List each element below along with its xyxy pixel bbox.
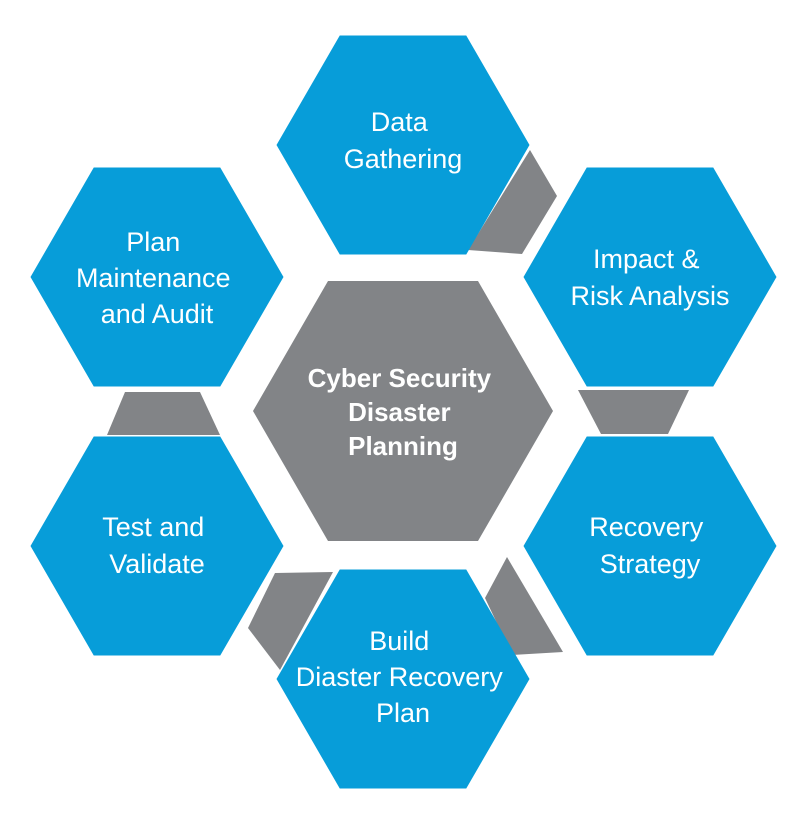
hexagon-data-gathering: Data Gathering xyxy=(276,35,530,255)
hexagon-impact-risk-analysis-shape xyxy=(523,167,777,387)
center-hexagon-shape xyxy=(253,281,553,541)
hexagon-data-gathering-shape xyxy=(276,35,530,255)
hexagon-test-and-validate-label: Test and Validate xyxy=(102,512,212,579)
hexagon-recovery-strategy-label: Recovery Strategy xyxy=(589,512,711,579)
hexagon-data-gathering-label: Data Gathering xyxy=(344,107,463,174)
hexagon-build-disaster-recovery-plan-label: Build Diaster Recovery Plan xyxy=(296,626,511,728)
center-hexagon-label: Cyber Security Disaster Planning xyxy=(308,363,499,461)
connector-data-to-impact xyxy=(468,150,557,254)
center-hexagon: Cyber Security Disaster Planning xyxy=(253,281,553,541)
connector-build-to-test xyxy=(248,572,333,670)
hexagon-plan-maintenance-and-audit-shape xyxy=(30,167,284,387)
hexagon-impact-risk-analysis-label: Impact & Risk Analysis xyxy=(570,244,729,311)
hexagon-plan-maintenance-and-audit: Plan Maintenance and Audit xyxy=(30,167,284,387)
hexagon-test-and-validate-shape xyxy=(30,436,284,656)
connector-impact-to-recovery xyxy=(578,390,689,434)
hexagon-build-disaster-recovery-plan-shape xyxy=(276,569,530,789)
hexagon-plan-maintenance-and-audit-label: Plan Maintenance and Audit xyxy=(76,227,238,329)
connector-group xyxy=(107,150,689,670)
connector-test-to-plan xyxy=(107,392,220,435)
hexagon-recovery-strategy: Recovery Strategy xyxy=(523,436,777,656)
hexagon-recovery-strategy-shape xyxy=(523,436,777,656)
hexagon-build-disaster-recovery-plan: Build Diaster Recovery Plan xyxy=(276,569,530,789)
hexagon-impact-risk-analysis: Impact & Risk Analysis xyxy=(523,167,777,387)
connector-recovery-to-build xyxy=(485,557,563,655)
hexagon-test-and-validate: Test and Validate xyxy=(30,436,284,656)
